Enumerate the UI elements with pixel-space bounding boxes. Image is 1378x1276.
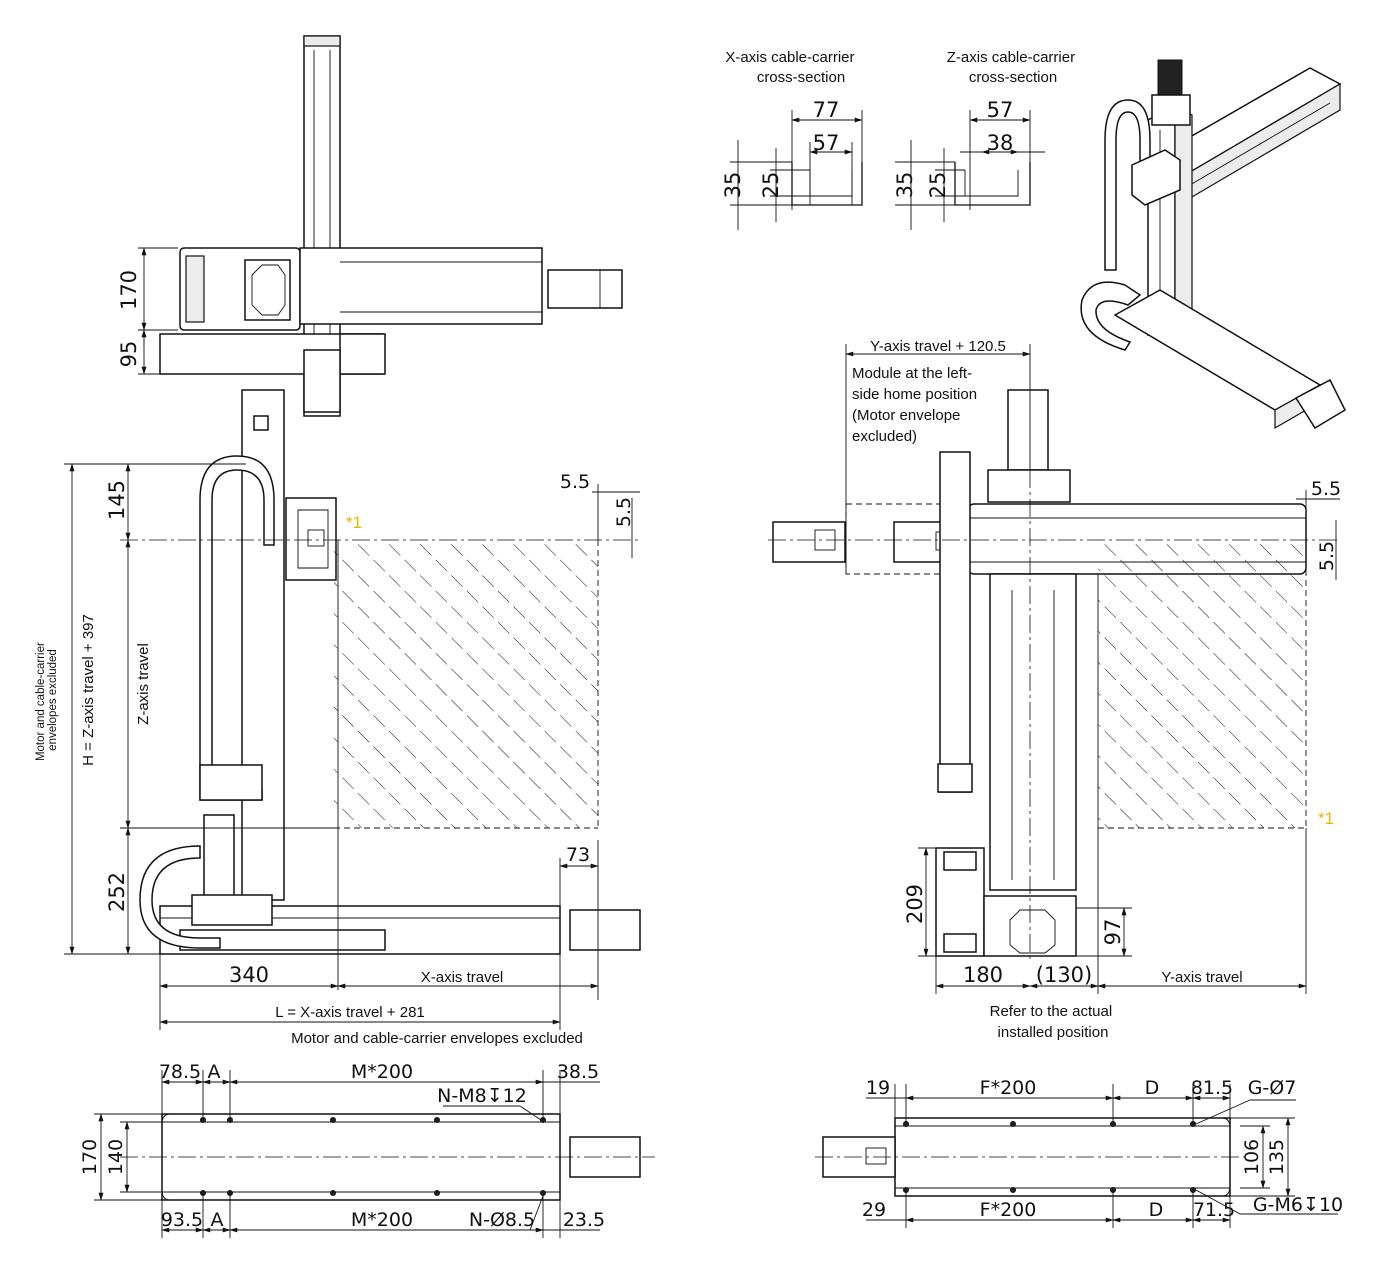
z-section-dim-38: 38 [987,131,1014,155]
x-section-title-line1: X-axis cable-carrier [725,49,854,66]
y-base-height-inner: 106 [1241,1139,1263,1175]
side-margin-top: 5.5 [1311,478,1341,500]
home-note-line2: side home position [852,386,977,403]
side-margin-bottom: 5.5 [1316,541,1338,571]
x-base-top-left: 78.5 [159,1061,201,1083]
z-cable-carrier-cross-section: Z-axis cable-carrier cross-section 57 38… [893,49,1080,230]
dim-340: 340 [229,963,269,987]
dim-95-motor: 95 [117,341,141,368]
z-section-title-line2: cross-section [969,69,1057,86]
dim-252: 252 [105,872,129,912]
x-section-title-line2: cross-section [757,69,845,86]
dim-170-motor: 170 [117,270,141,310]
dim-180: 180 [963,963,1003,987]
z-section-dim-57: 57 [987,98,1014,122]
h-label: H = Z-axis travel + 397 [80,614,97,766]
x-base-bottom-right: 23.5 [563,1209,605,1231]
x-base-top-m: M*200 [351,1061,413,1083]
x-base-height-inner: 140 [105,1139,127,1175]
x-base-bottom-m: M*200 [351,1209,413,1231]
refer-note-line2: installed position [998,1024,1109,1041]
x-cable-carrier-cross-section: X-axis cable-carrier cross-section 77 57… [721,49,863,230]
y-base-height-outer: 135 [1266,1139,1288,1175]
refer-note-line1: Refer to the actual [990,1003,1113,1020]
dim-209: 209 [903,884,927,924]
x-section-dim-35: 35 [721,172,745,199]
y-offset-label: Y-axis travel + 120.5 [870,338,1006,355]
y-base-bottom-right: 71.5 [1193,1199,1235,1221]
dim-97: 97 [1101,919,1125,946]
z-section-dim-35: 35 [893,172,917,199]
dim-130: (130) [1036,963,1092,987]
y-base-tap-label: G-M6↧10 [1253,1194,1343,1216]
x-section-dim-77: 77 [813,98,840,122]
z-section-dim-25: 25 [926,172,950,199]
side-marker: *1 [1318,809,1334,828]
side-stroke-area [1098,540,1306,828]
h-note-line2: envelopes excluded [47,649,59,751]
y-base-top-d: D [1145,1077,1160,1099]
y-base-hole-label: G-Ø7 [1248,1077,1297,1099]
front-stroke-area [334,540,598,828]
front-margin-v: 5.5 [613,497,635,527]
dim-145: 145 [105,480,129,520]
y-base-bottom-f: F*200 [980,1199,1037,1221]
y-base-bottom-left: 29 [862,1199,886,1221]
side-view: 5.5 5.5 *1 Y-axis travel + 120.5 Module … [768,338,1341,1041]
envelope-note: Motor and cable-carrier envelopes exclud… [291,1030,583,1047]
z-travel-label: Z-axis travel [135,643,152,725]
x-base-top-a: A [208,1061,221,1083]
dim-73: 73 [566,844,590,866]
y-travel-label: Y-axis travel [1161,969,1242,986]
front-marker: *1 [346,513,362,532]
y-base-top-f: F*200 [980,1077,1037,1099]
home-note: Module at the left- side home position (… [852,365,981,445]
x-base-hole-label: N-Ø8.5 [469,1209,535,1231]
x-travel-label: X-axis travel [421,969,504,986]
x-section-title: X-axis cable-carrier cross-section [725,49,858,86]
x-section-dim-25: 25 [759,172,783,199]
home-note-line4: excluded) [852,428,917,445]
y-base-top-left: 19 [866,1077,890,1099]
isometric-view [1080,59,1346,430]
front-margin-h: 5.5 [560,471,590,493]
x-base-bottom-a: A [211,1209,224,1231]
home-note-line3: (Motor envelope [852,407,960,424]
refer-note: Refer to the actual installed position [990,1003,1117,1041]
y-base-bottom-d: D [1149,1199,1164,1221]
z-section-title: Z-axis cable-carrier cross-section [947,49,1080,86]
x-base-top-right: 38.5 [557,1061,599,1083]
h-note-line1: Motor and cable-carrier [35,642,47,761]
front-view: 170 95 5.5 5.5 *1 [35,35,641,1047]
x-section-dim-57: 57 [813,131,840,155]
x-base-height-outer: 170 [79,1139,101,1175]
x-base-tap-label: N-M8↧12 [437,1085,527,1107]
x-base-bottom-left: 93.5 [161,1209,203,1231]
z-section-title-line1: Z-axis cable-carrier [947,49,1075,66]
l-label: L = X-axis travel + 281 [275,1004,425,1021]
y-base-top-right: 81.5 [1191,1077,1233,1099]
y-base-plan: 19 F*200 D 81.5 G-Ø7 106 135 29 F*200 D … [815,1077,1343,1228]
x-base-plan: 78.5 A M*200 38.5 N-M8↧12 170 140 93.5 A… [79,1061,655,1238]
home-note-line1: Module at the left- [852,365,972,382]
h-note: Motor and cable-carrier envelopes exclud… [35,639,59,761]
